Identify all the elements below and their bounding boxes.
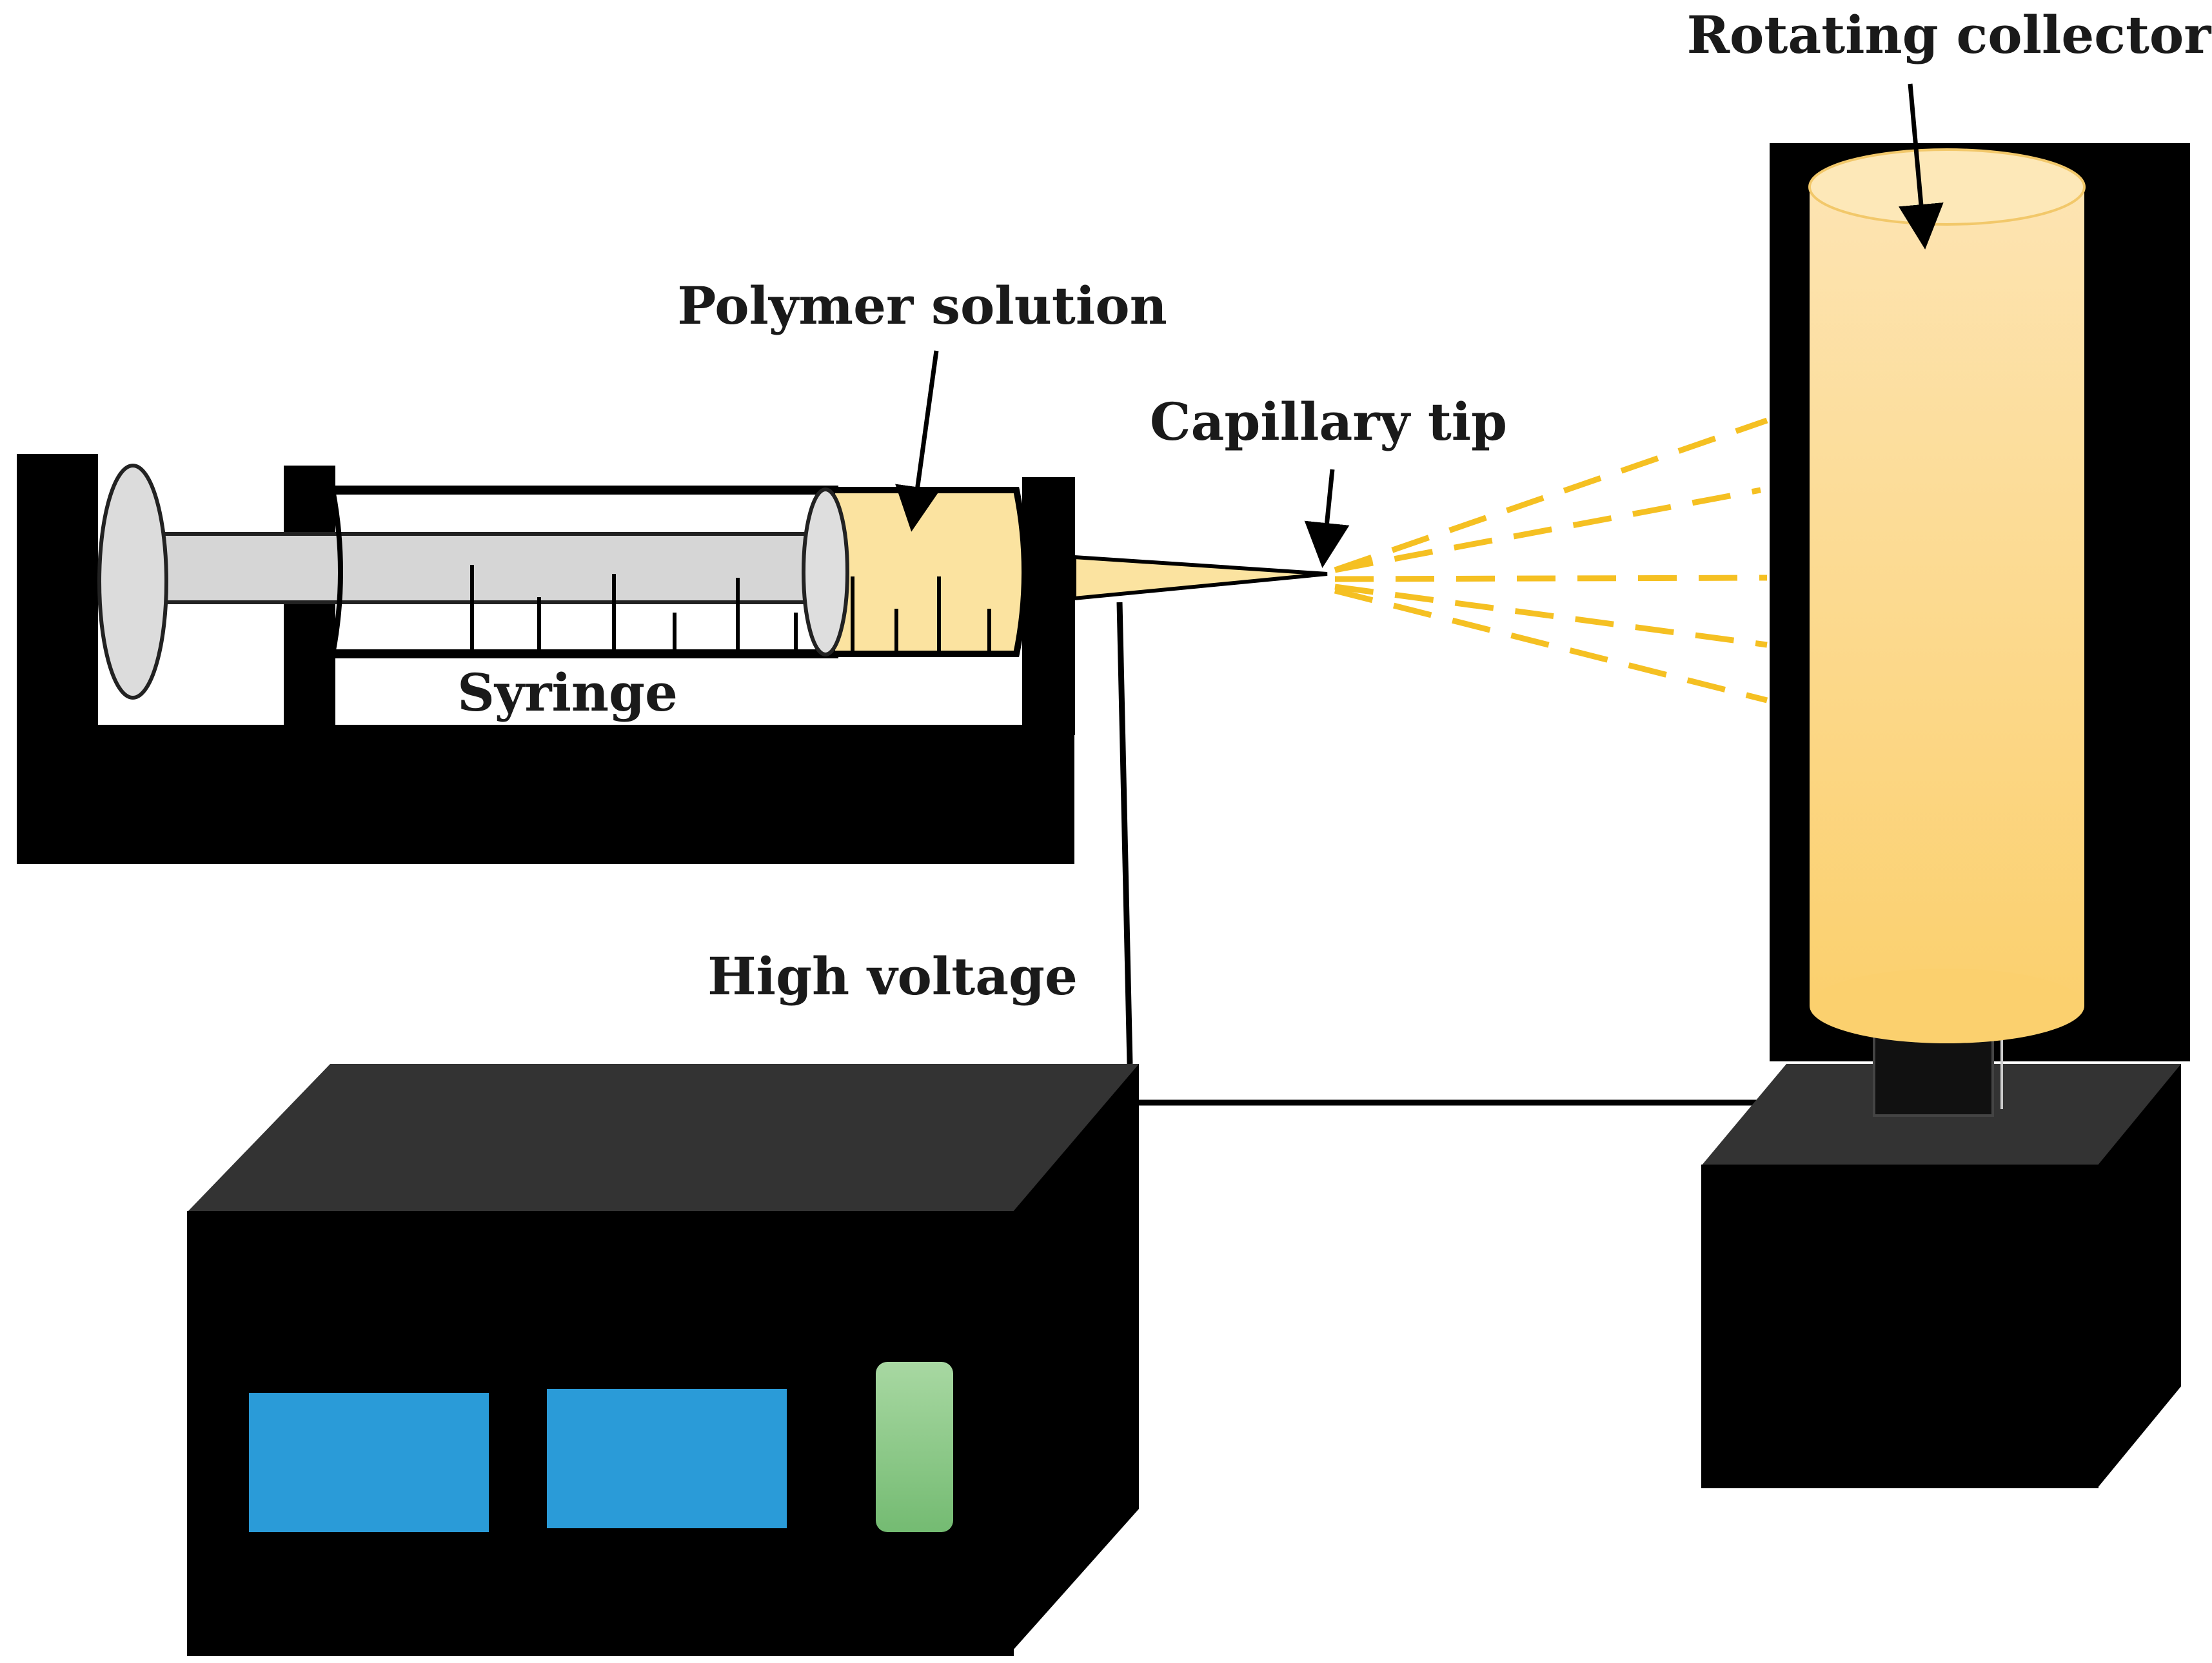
motor-box-front bbox=[1701, 1165, 2098, 1488]
label-syringe: Syringe bbox=[457, 662, 678, 723]
label-high-voltage: High voltage bbox=[707, 946, 1078, 1007]
syringe-pump-stand bbox=[17, 454, 1075, 864]
arrow-polymer-solution bbox=[895, 350, 940, 532]
hv-display-right bbox=[547, 1389, 787, 1528]
plunger-rod bbox=[153, 532, 840, 604]
capillary-needle bbox=[1072, 555, 1328, 601]
solution-graduations bbox=[851, 576, 991, 651]
motor-box-side bbox=[2097, 1064, 2181, 1488]
arrow-rotating-collector bbox=[1899, 83, 1944, 250]
arrow-capillary-tip bbox=[1304, 469, 1350, 568]
syringe bbox=[97, 464, 1328, 700]
syringe-graduations bbox=[470, 565, 798, 651]
rotating-drum-body bbox=[1810, 187, 2084, 1006]
plunger-thumb-rest bbox=[97, 464, 168, 700]
hv-box-side bbox=[1012, 1064, 1139, 1651]
plunger-stopper bbox=[802, 487, 849, 656]
polymer-solution-chamber bbox=[829, 487, 1028, 657]
high-voltage-supply bbox=[187, 1064, 1139, 1656]
barrel-left-rim bbox=[330, 489, 343, 654]
wire-needle-to-supply bbox=[1116, 602, 1133, 1065]
label-capillary-tip: Capillary tip bbox=[1150, 391, 1507, 452]
collector-assembly bbox=[1701, 143, 2190, 1488]
label-rotating-collector: Rotating collector bbox=[1687, 5, 2212, 65]
rotating-drum-top bbox=[1808, 148, 2086, 226]
label-arrows bbox=[895, 83, 1944, 568]
hv-indicator-light[interactable] bbox=[876, 1362, 953, 1532]
hv-box-top bbox=[187, 1064, 1139, 1212]
fiber-jet-spray bbox=[1334, 417, 1768, 704]
stand-base bbox=[17, 725, 1074, 864]
stand-right-wall bbox=[1022, 477, 1075, 735]
stand-left-wall bbox=[17, 454, 98, 738]
label-polymer-solution: Polymer solution bbox=[677, 275, 1167, 336]
hv-display-left bbox=[249, 1393, 489, 1532]
rotating-drum-bottom bbox=[1810, 969, 2084, 1043]
